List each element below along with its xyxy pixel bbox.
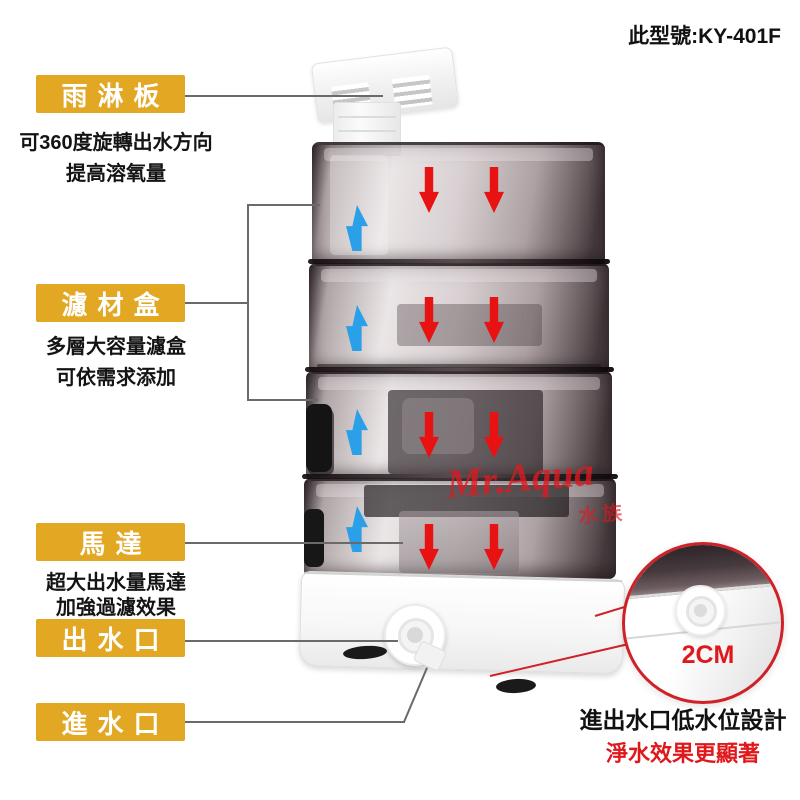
magnified-port-fitting bbox=[675, 585, 726, 636]
bio-media bbox=[306, 404, 332, 472]
motor-desc-2: 加強過濾效果 bbox=[56, 597, 176, 619]
label-filter-box: 濾材盒 bbox=[36, 284, 185, 322]
footer-caption-2: 淨水效果更顯著 bbox=[605, 741, 760, 766]
label-inlet: 進水口 bbox=[36, 703, 185, 741]
leader-inlet bbox=[185, 721, 405, 723]
rain-plate-desc-1: 可360度旋轉出水方向 bbox=[19, 132, 213, 154]
brand-watermark-subtext: 水族 bbox=[577, 501, 628, 529]
port-size-label: 2CM bbox=[681, 641, 735, 669]
rain-plate-desc-2: 提高溶氧量 bbox=[66, 163, 166, 185]
leader-outlet bbox=[185, 640, 398, 642]
leader-rain-plate bbox=[185, 95, 383, 97]
leader-bracket-vertical bbox=[247, 204, 249, 401]
leader-bracket-bottom bbox=[247, 399, 318, 401]
tray-seam bbox=[308, 259, 610, 264]
suction-foot bbox=[495, 677, 537, 695]
footer-caption-1: 進出水口低水位設計 bbox=[579, 707, 787, 733]
tray-seam bbox=[302, 474, 618, 479]
label-outlet: 出水口 bbox=[36, 619, 185, 657]
label-motor: 馬達 bbox=[36, 523, 185, 561]
magnifier-callout: 2CM bbox=[622, 542, 784, 704]
model-number: 此型號:KY-401F bbox=[628, 25, 781, 48]
filter-base bbox=[298, 570, 626, 675]
label-rain-plate: 雨淋板 bbox=[36, 75, 185, 113]
filter-box-desc-2: 可依需求添加 bbox=[56, 367, 176, 389]
filter-box-desc-1: 多層大容量濾盒 bbox=[46, 336, 186, 358]
filter-tray-2 bbox=[309, 263, 609, 374]
leader-bracket-top bbox=[247, 204, 320, 206]
leader-filter-box bbox=[185, 302, 248, 304]
motor-desc-1: 超大出水量馬達 bbox=[46, 572, 186, 594]
tray-seam bbox=[305, 367, 614, 372]
leader-motor bbox=[185, 542, 403, 544]
